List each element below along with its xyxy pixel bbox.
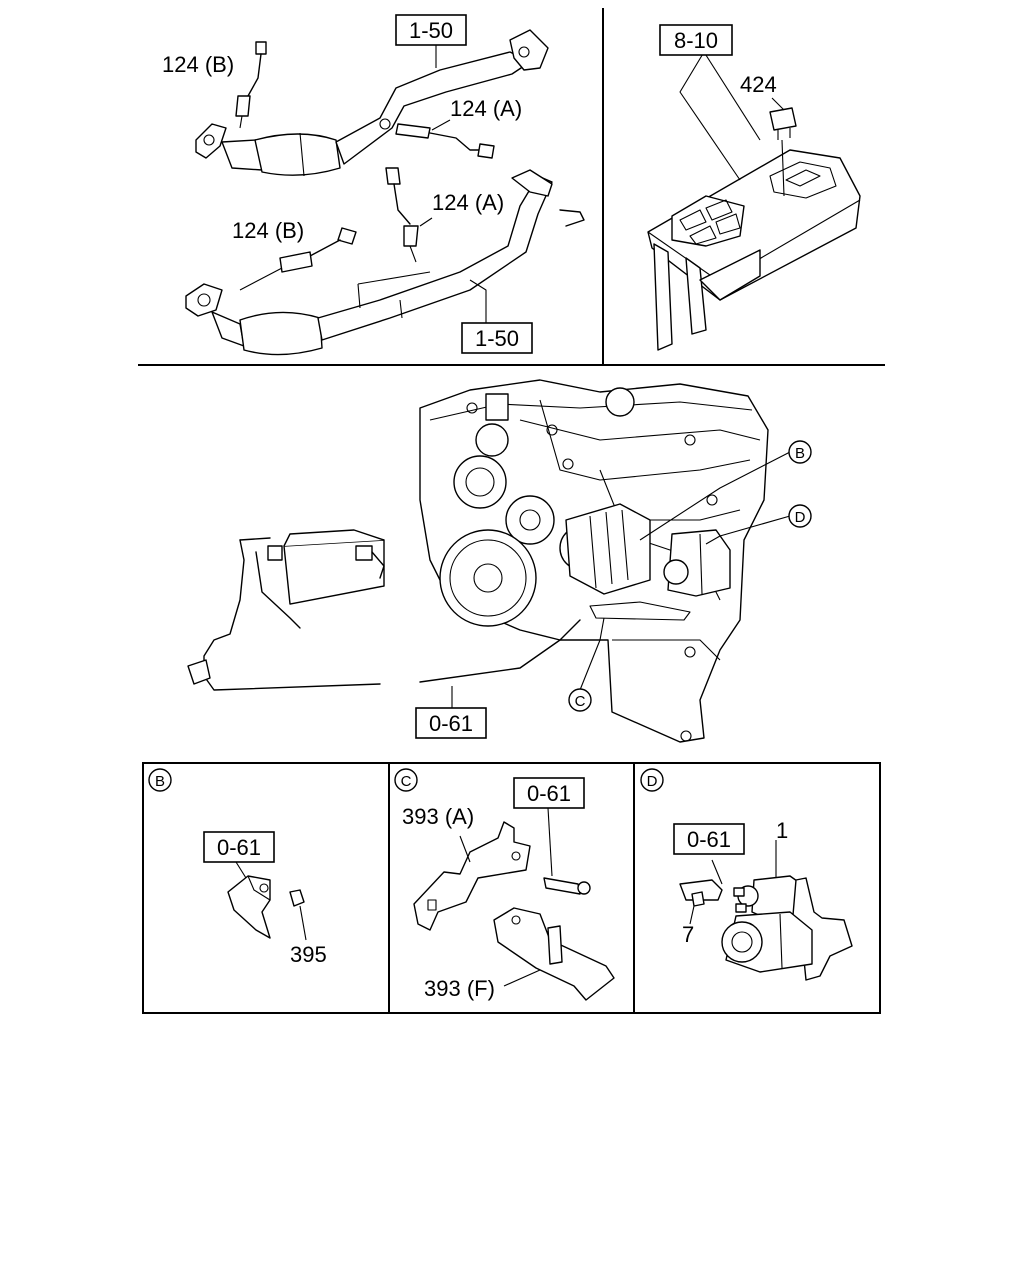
ref-box-0-61-d: 0-61 [673, 823, 745, 855]
ref-box-0-61-c: 0-61 [513, 777, 585, 809]
ref-0-61-main-text: 0-61 [429, 711, 473, 736]
panel-d-label: D [640, 768, 664, 792]
callout-d: D [788, 504, 812, 528]
part-124a-mid: 124 (A) [432, 190, 504, 215]
battery-and-cable [187, 529, 581, 691]
panel-d-starter [679, 840, 853, 981]
engine-assembly [419, 379, 769, 743]
ref-0-61-c-text: 0-61 [527, 781, 571, 806]
panel-c-label: C [394, 768, 418, 792]
panel-c-brackets [413, 807, 615, 1001]
o2-sensor-lower-b [239, 227, 357, 291]
part-395: 395 [290, 942, 327, 967]
panel-b-label-text: B [155, 773, 165, 790]
callout-b-text: B [795, 445, 805, 462]
part-1: 1 [776, 818, 788, 843]
callout-d-text: D [795, 509, 806, 526]
panel-d-label-text: D [647, 773, 658, 790]
part-393a: 393 (A) [402, 804, 474, 829]
o2-sensor-upper-b [235, 41, 267, 129]
relay-box [647, 107, 861, 351]
panel-c-label-text: C [401, 773, 412, 790]
part-7: 7 [682, 922, 694, 947]
ref-1-50-bottom-text: 1-50 [475, 326, 519, 351]
panel-b-label: B [148, 768, 172, 792]
leaders-middle [451, 451, 791, 710]
ref-box-0-61-main: 0-61 [415, 707, 487, 739]
part-393f: 393 (F) [424, 976, 495, 1001]
part-424: 424 [740, 72, 777, 97]
ref-0-61-d-text: 0-61 [687, 827, 731, 852]
o2-sensor-lower-a [385, 167, 419, 263]
o2-sensor-upper-a [395, 123, 495, 159]
ref-box-1-50-bottom: 1-50 [461, 322, 533, 354]
part-124a-top: 124 (A) [450, 96, 522, 121]
ref-8-10-text: 8-10 [674, 28, 718, 53]
exhaust-pipe-upper [195, 29, 549, 177]
callout-c-text: C [575, 693, 586, 710]
exhaust-pipe-lower [185, 169, 585, 356]
part-124b-top: 124 (B) [162, 52, 234, 77]
ref-box-1-50-top: 1-50 [395, 14, 467, 46]
part-124b-mid: 124 (B) [232, 218, 304, 243]
callout-c: C [568, 688, 592, 712]
callout-b: B [788, 440, 812, 464]
ref-0-61-b-text: 0-61 [217, 835, 261, 860]
leaders-top-right [679, 51, 785, 197]
ref-box-8-10: 8-10 [659, 24, 733, 56]
frame-lines [138, 8, 885, 1014]
panel-b-bracket [227, 861, 307, 941]
ref-box-0-61-b: 0-61 [203, 831, 275, 863]
ref-1-50-top-text: 1-50 [409, 18, 453, 43]
